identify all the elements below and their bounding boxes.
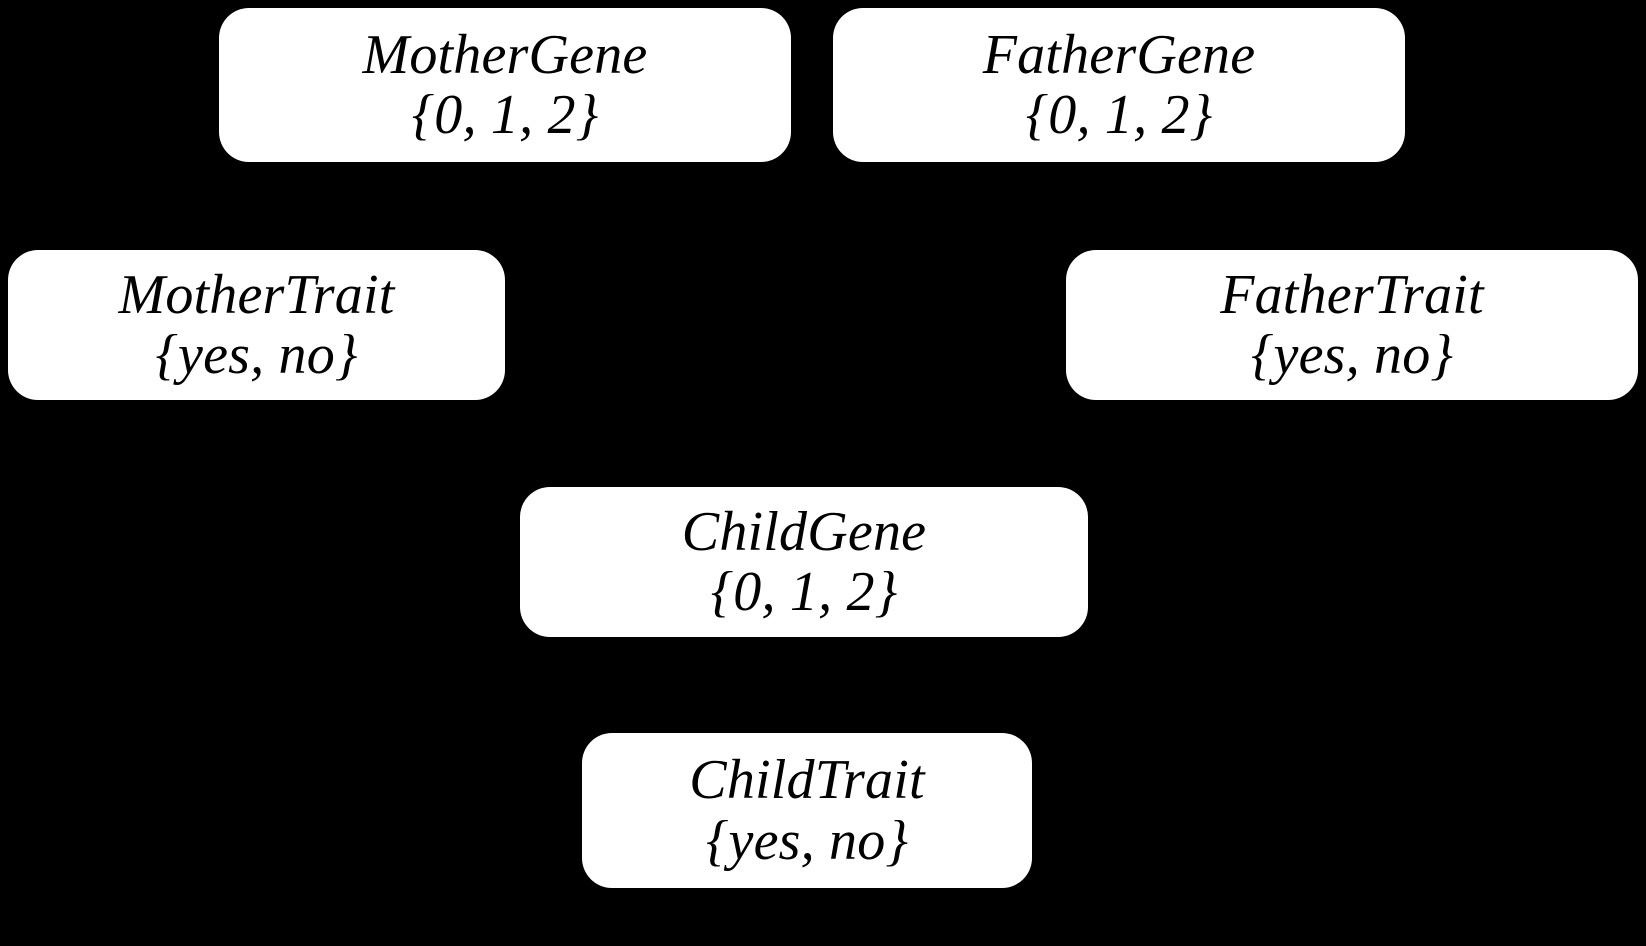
node-mother-trait-domain: {yes, no} [155, 324, 358, 386]
node-child-gene-domain: {0, 1, 2} [710, 561, 898, 623]
node-father-trait[interactable]: FatherTrait {yes, no} [1066, 250, 1638, 400]
node-child-trait-domain: {yes, no} [705, 809, 909, 872]
node-father-gene-domain: {0, 1, 2} [1025, 84, 1213, 146]
node-mother-trait[interactable]: MotherTrait {yes, no} [8, 250, 505, 400]
node-mother-gene[interactable]: MotherGene {0, 1, 2} [219, 8, 791, 162]
node-father-gene[interactable]: FatherGene {0, 1, 2} [833, 8, 1405, 162]
node-child-trait-label: ChildTrait [689, 749, 925, 812]
node-mother-gene-domain: {0, 1, 2} [411, 84, 599, 146]
node-father-gene-label: FatherGene [982, 23, 1256, 86]
node-child-gene[interactable]: ChildGene {0, 1, 2} [520, 487, 1088, 637]
node-child-gene-label: ChildGene [681, 500, 927, 563]
node-mother-trait-label: MotherTrait [118, 263, 395, 326]
node-child-trait[interactable]: ChildTrait {yes, no} [582, 733, 1032, 888]
node-mother-gene-label: MotherGene [362, 23, 648, 86]
node-father-trait-domain: {yes, no} [1250, 324, 1454, 386]
node-father-trait-label: FatherTrait [1220, 263, 1484, 326]
